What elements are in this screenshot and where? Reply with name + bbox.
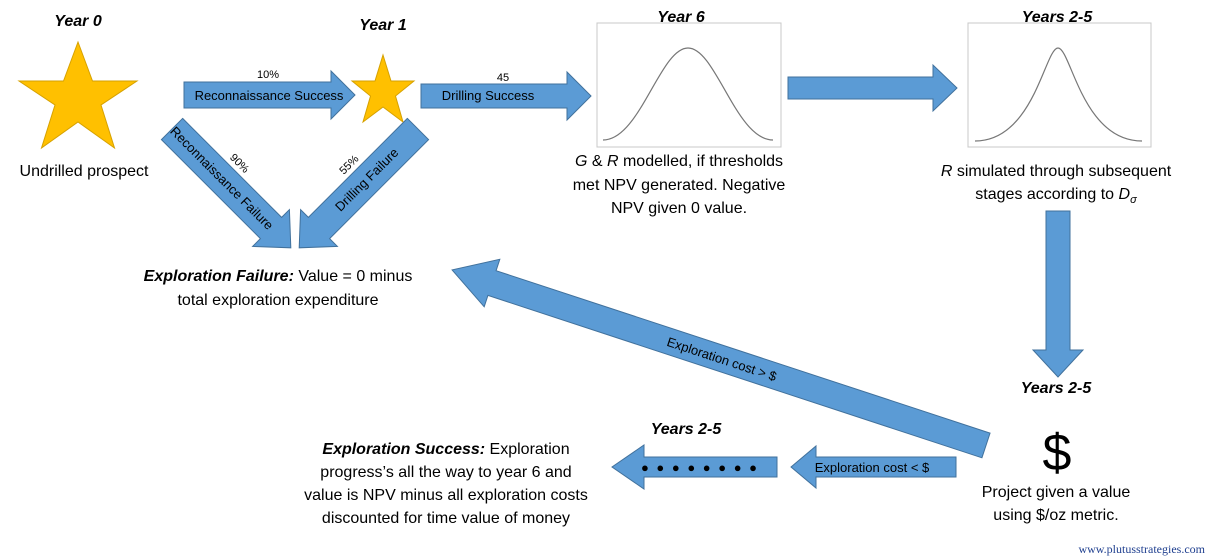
- year1-header: Year 1: [359, 17, 407, 34]
- year1-star-icon: [350, 53, 416, 124]
- undrilled-prospect-label: Undrilled prospect: [20, 163, 150, 180]
- project-line2: using $/oz metric.: [993, 507, 1118, 524]
- cost-greater-arrow: [451, 258, 991, 459]
- drilling-success-label: Drilling Success: [442, 88, 535, 103]
- sim-line1-rest: simulated through subsequent: [952, 163, 1171, 180]
- recon-success-pct: 10%: [257, 69, 279, 81]
- success-dotted-arrow: [611, 444, 778, 490]
- failure-line1: Exploration Failure: Value = 0 minus: [144, 268, 413, 285]
- recon-failure-arrow: [160, 117, 292, 249]
- drilling-success-arrow: [420, 70, 592, 122]
- year6-r-symbol: R: [607, 153, 619, 170]
- recon-failure-label: Reconnaissance Failure: [167, 124, 276, 233]
- success-bold-label: Exploration Success:: [322, 441, 485, 458]
- years25-bottom-header: Years 2-5: [651, 421, 723, 438]
- years25-distribution-box: [967, 22, 1152, 148]
- sim-d-symbol: D: [1119, 186, 1131, 203]
- year6-amp: &: [587, 153, 607, 170]
- years25-top-header: Years 2-5: [1022, 9, 1094, 26]
- year6-header: Year 6: [657, 9, 705, 26]
- success-line4: discounted for time value of money: [322, 510, 570, 527]
- recon-success-label: Reconnaissance Success: [195, 88, 344, 103]
- success-line1-rest: Exploration: [485, 441, 570, 458]
- dollar-sign-icon: $: [1043, 424, 1072, 482]
- drilling-success-pct: 45: [497, 72, 509, 84]
- sim-r-symbol: R: [941, 163, 953, 180]
- undrilled-star-icon: [17, 40, 139, 150]
- year6-desc-line1: G & R modelled, if thresholds: [575, 153, 783, 170]
- year6-line1-rest: modelled, if thresholds: [619, 153, 784, 170]
- cost-less-arrow: [790, 444, 957, 490]
- drilling-failure-arrow: [298, 117, 430, 249]
- years25-distribution-curve: [974, 47, 1143, 142]
- success-line2: progress’s all the way to year 6 and: [320, 464, 571, 481]
- success-line1: Exploration Success: Exploration: [322, 441, 569, 458]
- success-dots: ● ● ● ● ● ● ● ●: [641, 460, 759, 475]
- failure-line1-rest: Value = 0 minus: [294, 268, 412, 285]
- success-line3: value is NPV minus all exploration costs: [304, 487, 588, 504]
- sim-desc-line2: stages according to Dσ: [975, 186, 1137, 206]
- sim-desc-line1: R simulated through subsequent: [941, 163, 1172, 180]
- years25-down-arrow: [1031, 210, 1085, 378]
- year6-to-years25-arrow: [787, 63, 958, 113]
- year6-desc-line3: NPV given 0 value.: [611, 200, 747, 217]
- failure-line2: total exploration expenditure: [177, 292, 378, 309]
- year6-desc-line2: met NPV generated. Negative: [573, 177, 786, 194]
- year6-distribution-curve: [602, 47, 774, 141]
- year6-g-symbol: G: [575, 153, 587, 170]
- recon-success-arrow: [183, 69, 356, 121]
- project-line1: Project given a value: [982, 484, 1131, 501]
- cost-less-label: Exploration cost < $: [815, 460, 930, 475]
- year0-header: Year 0: [54, 13, 102, 30]
- sim-sigma-symbol: σ: [1130, 194, 1137, 206]
- failure-bold-label: Exploration Failure:: [144, 268, 294, 285]
- watermark: www.plutusstrategies.com: [1078, 542, 1205, 556]
- years25-right-header: Years 2-5: [1021, 380, 1093, 397]
- drilling-failure-label: Drilling Failure: [332, 145, 401, 214]
- sim-line2-text: stages according to: [975, 186, 1118, 203]
